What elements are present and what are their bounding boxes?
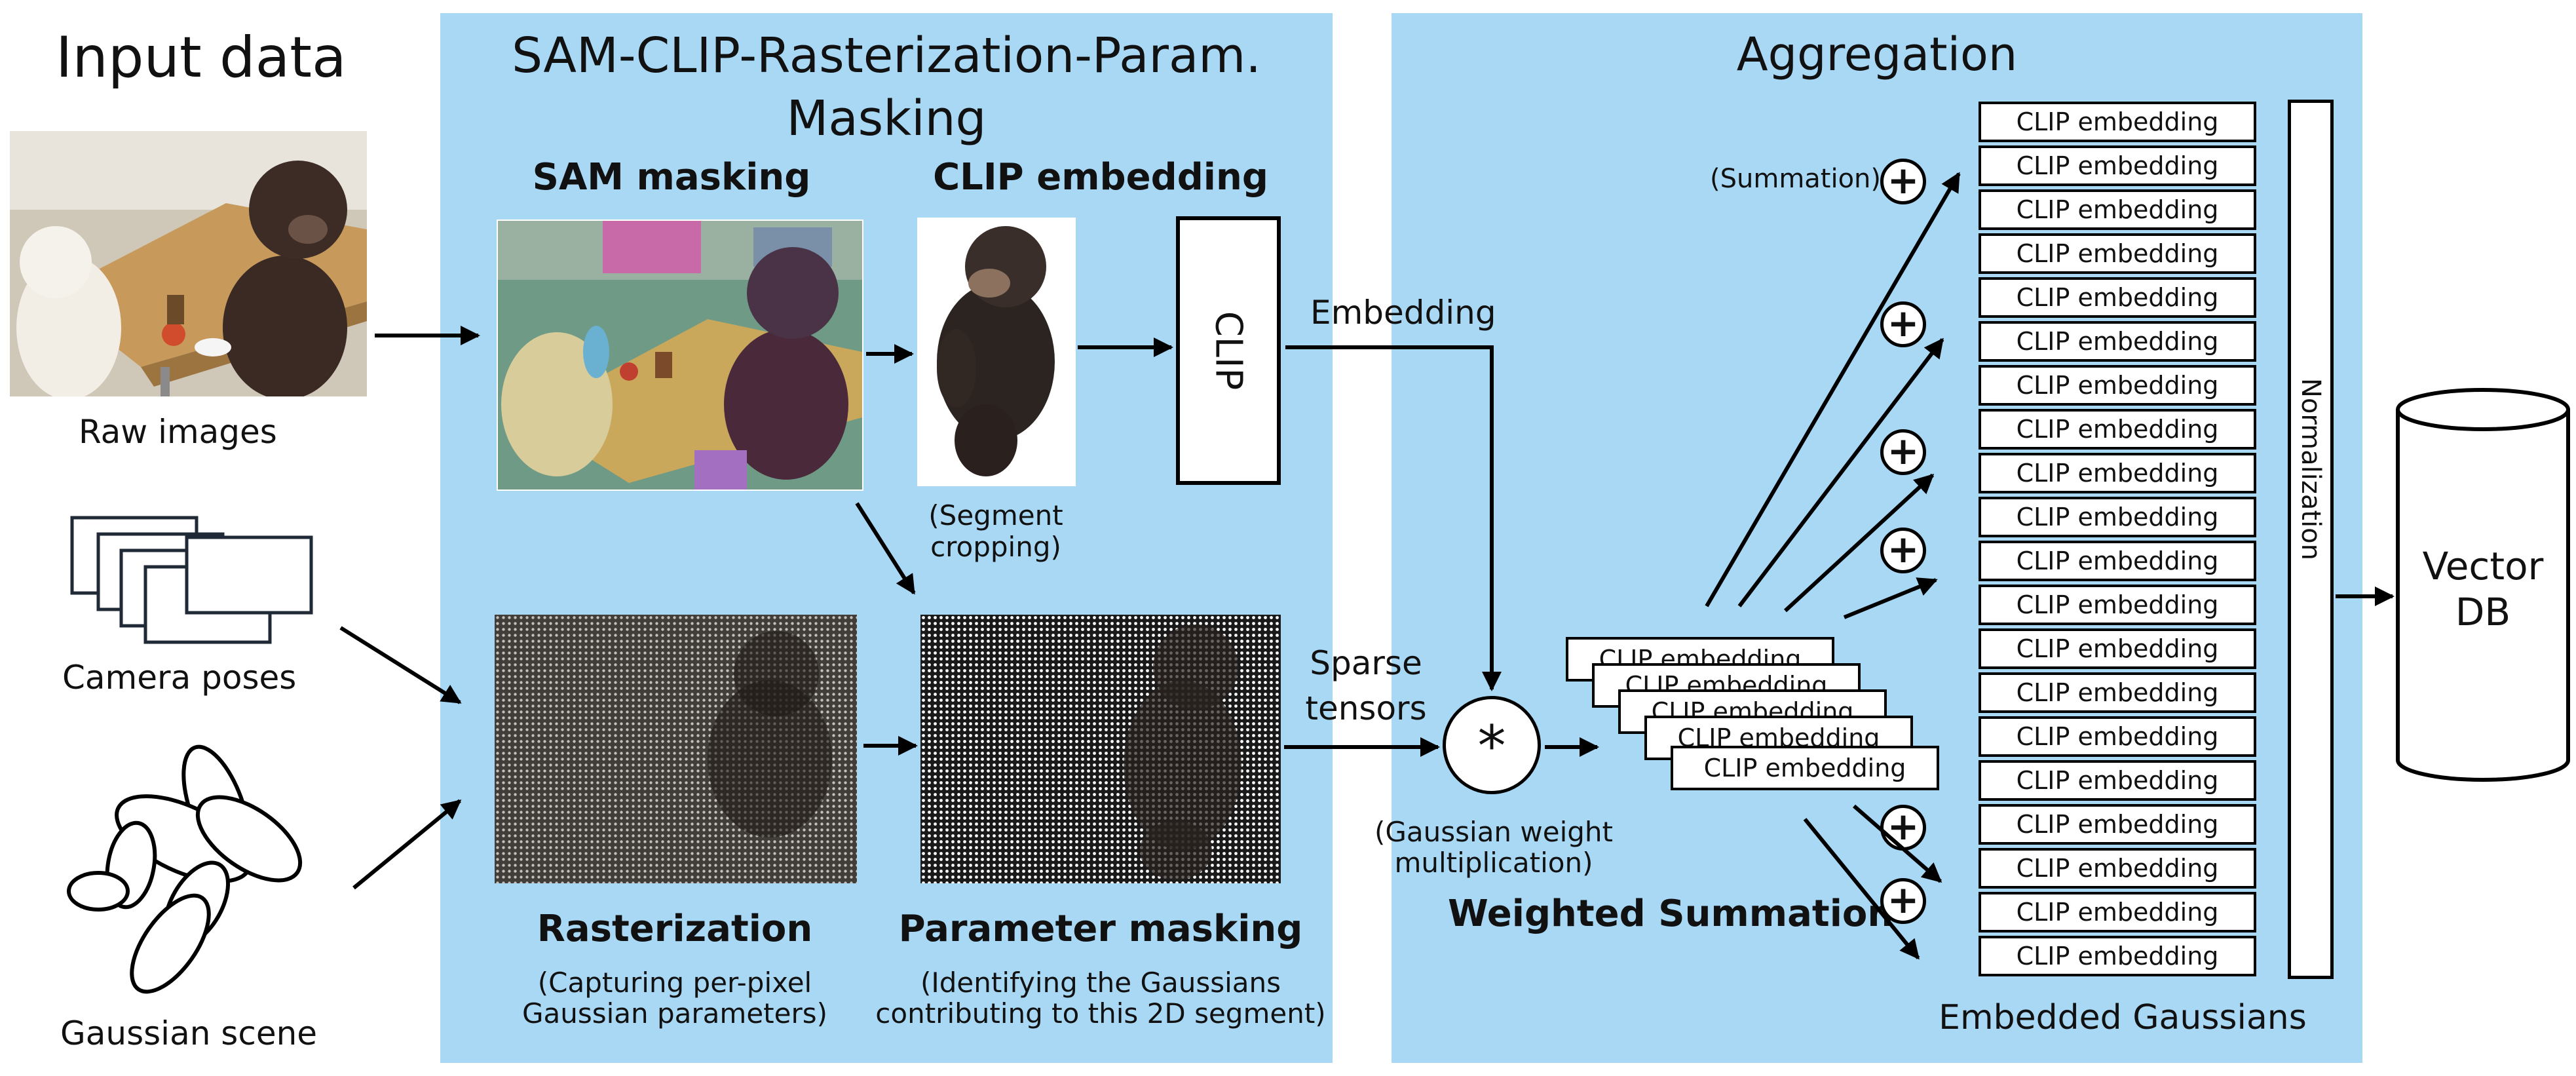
- embedded-gaussian-item: CLIP embedding: [1979, 277, 2256, 318]
- rasterization-sub-line2: Gaussian parameters): [521, 997, 828, 1029]
- segment-cropping-line2: cropping): [930, 531, 1061, 563]
- plus-node: +: [1880, 429, 1926, 475]
- embedded-gaussian-item: CLIP embedding: [1979, 585, 2256, 625]
- embedded-gaussian-item: CLIP embedding: [1979, 497, 2256, 537]
- embedded-gaussian-item: CLIP embedding: [1979, 936, 2256, 976]
- parameter-masking-label: Parameter masking: [898, 908, 1303, 950]
- clip-encoder-text: CLIP: [1207, 311, 1250, 391]
- segment-cropping-line1: (Segment: [928, 499, 1063, 531]
- embedded-gaussian-item: CLIP embedding: [1979, 365, 2256, 406]
- plus-node: +: [1880, 159, 1926, 204]
- plus-node: +: [1880, 528, 1926, 573]
- embedded-gaussian-item: CLIP embedding: [1979, 672, 2256, 713]
- embedded-gaussian-item: CLIP embedding: [1979, 102, 2256, 142]
- parameter-masking-sub-line2: contributing to this 2D segment): [875, 997, 1326, 1029]
- normalization-text: Normalization: [2296, 378, 2326, 561]
- stack-clip-embedding: CLIP embedding: [1671, 746, 1939, 790]
- embedding-label: Embedding: [1310, 294, 1496, 332]
- raw-image: [10, 131, 367, 396]
- embedded-gaussian-item: CLIP embedding: [1979, 233, 2256, 274]
- sparse-tensors-line1: Sparse: [1310, 644, 1422, 682]
- sam-mask-image: [497, 220, 863, 491]
- embedded-gaussian-item: CLIP embedding: [1979, 409, 2256, 450]
- raw-images-label: Raw images: [79, 413, 277, 451]
- multiply-node: *: [1443, 696, 1541, 794]
- weighted-summation-label: Weighted Summation: [1448, 893, 1894, 935]
- parameter-mask-image: [920, 615, 1281, 883]
- embedded-gaussian-item: CLIP embedding: [1979, 321, 2256, 362]
- segment-crop-image: [917, 218, 1076, 486]
- embedded-gaussian-item: CLIP embedding: [1979, 892, 2256, 932]
- gaussian-weight-line1: (Gaussian weight: [1374, 816, 1614, 848]
- clip-encoder-box: CLIP: [1176, 216, 1281, 485]
- sam-masking-label: SAM masking: [532, 156, 811, 199]
- rasterization-image: [495, 615, 857, 883]
- input-data-title: Input data: [56, 25, 347, 90]
- camera-poses-label: Camera poses: [62, 659, 297, 697]
- sparse-tensors-line2: tensors: [1305, 689, 1427, 727]
- clip-embedding-label: CLIP embedding: [933, 156, 1268, 199]
- vector-db-line2: DB: [2455, 590, 2511, 634]
- plus-node: +: [1880, 301, 1926, 347]
- embedded-gaussian-item: CLIP embedding: [1979, 848, 2256, 889]
- aggregation-title: Aggregation: [1736, 28, 2018, 81]
- embedded-gaussian-item: CLIP embedding: [1979, 541, 2256, 581]
- embedded-gaussian-item: CLIP embedding: [1979, 716, 2256, 757]
- plus-node: +: [1880, 805, 1926, 851]
- embedded-gaussian-item: CLIP embedding: [1979, 804, 2256, 845]
- plus-node: +: [1880, 878, 1926, 924]
- embedded-gaussian-item: CLIP embedding: [1979, 189, 2256, 230]
- embedded-gaussian-item: CLIP embedding: [1979, 453, 2256, 493]
- embedded-gaussian-item: CLIP embedding: [1979, 628, 2256, 669]
- rasterization-label: Rasterization: [537, 908, 813, 950]
- normalization-box: Normalization: [2288, 100, 2334, 979]
- masking-title-line2: Masking: [786, 90, 987, 147]
- masking-title-line1: SAM-CLIP-Rasterization-Param.: [512, 28, 1261, 84]
- gaussian-weight-line2: multiplication): [1394, 847, 1593, 879]
- parameter-masking-sub-line1: (Identifying the Gaussians: [920, 967, 1281, 999]
- gaussian-scene-label: Gaussian scene: [60, 1014, 318, 1052]
- vector-db-line1: Vector: [2422, 544, 2544, 588]
- embedded-gaussians-label: Embedded Gaussians: [1939, 998, 2307, 1037]
- embedded-gaussian-item: CLIP embedding: [1979, 145, 2256, 186]
- summation-label: (Summation): [1710, 164, 1882, 194]
- rasterization-sub-line1: (Capturing per-pixel: [537, 967, 812, 999]
- embedded-gaussian-item: CLIP embedding: [1979, 760, 2256, 801]
- multiply-symbol: *: [1477, 714, 1506, 779]
